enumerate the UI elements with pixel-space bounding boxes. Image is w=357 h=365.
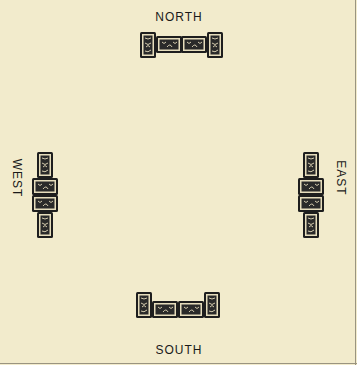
page-edge — [355, 0, 356, 365]
direction-label: EAST — [335, 160, 347, 195]
north-tiles — [140, 32, 223, 58]
south-tiles — [136, 292, 220, 318]
west-tiles — [32, 152, 58, 238]
east-tiles — [298, 152, 324, 238]
direction-label: NORTH — [155, 11, 202, 23]
direction-label: SOUTH — [156, 344, 203, 356]
page-edge — [0, 363, 357, 364]
direction-label: WEST — [11, 159, 23, 198]
